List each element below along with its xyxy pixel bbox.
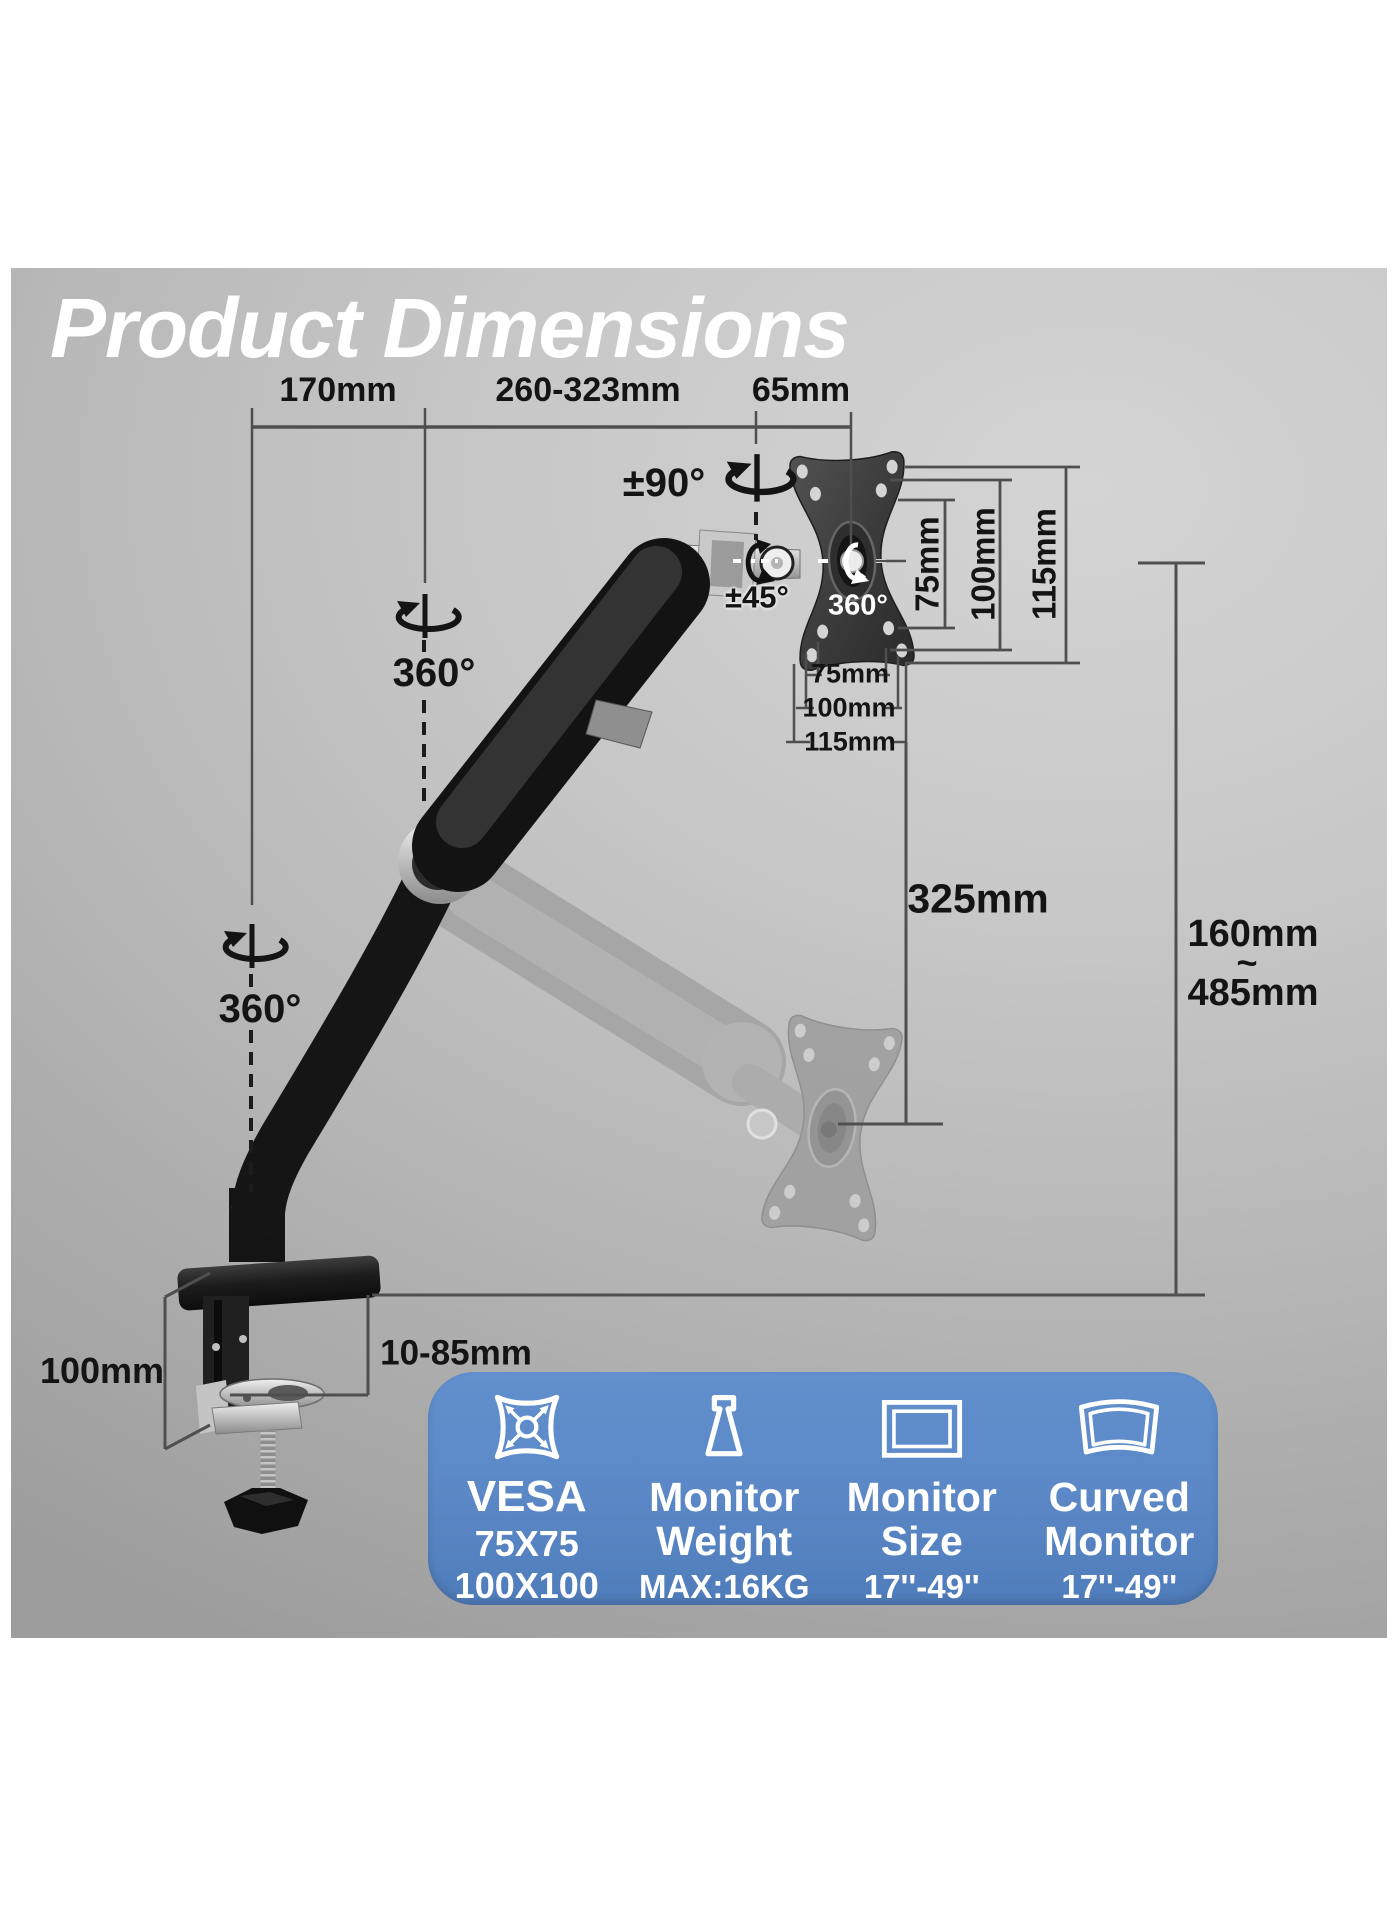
feature-value: MAX:16KG bbox=[638, 1568, 810, 1606]
feature-title: VESA bbox=[466, 1472, 587, 1522]
dim-label-head-offset: 65mm bbox=[751, 371, 851, 409]
feature-title: Monitor bbox=[649, 1474, 800, 1521]
vesa-horizontal-75-label: 75mm bbox=[810, 658, 890, 689]
desk-thickness-lines bbox=[230, 1293, 1205, 1397]
feature-curved-monitor: Curved Monitor 17''-49'' bbox=[1021, 1372, 1219, 1605]
monitor-arm bbox=[177, 450, 916, 1534]
rotation-label-plate: 360° bbox=[828, 589, 888, 622]
vesa-vertical-75-label: 75mm bbox=[908, 516, 946, 612]
monitor-size-icon bbox=[881, 1400, 962, 1458]
swivel-360-upper-icon bbox=[397, 594, 459, 638]
feature-title: Curved bbox=[1048, 1474, 1190, 1521]
desk-thickness-label: 10-85mm bbox=[380, 1333, 532, 1373]
plate-swivel-360-icon bbox=[818, 542, 906, 584]
feature-title: Size bbox=[880, 1517, 963, 1564]
desk-clamp bbox=[177, 1255, 381, 1534]
page-title: Product Dimensions bbox=[50, 281, 850, 375]
vesa-vertical-100-label: 100mm bbox=[964, 507, 1002, 621]
feature-title: Monitor bbox=[846, 1474, 997, 1521]
curved-monitor-icon bbox=[1079, 1399, 1160, 1455]
rotation-label-upper: 360° bbox=[392, 651, 476, 695]
feature-banner: VESA 75X75 100X100 Monitor Weight MAX:16… bbox=[428, 1372, 1218, 1605]
cable-clip bbox=[585, 699, 653, 749]
dim-label-front-reach: 260-323mm bbox=[495, 371, 681, 409]
height-min-label: 160mm bbox=[1187, 913, 1319, 955]
dimension-lines bbox=[163, 408, 1205, 1451]
dim-label-rear-reach: 170mm bbox=[279, 371, 397, 409]
height-tilde-label: ~ bbox=[1236, 942, 1258, 983]
feature-title: Weight bbox=[656, 1517, 793, 1564]
vesa-horizontal-100-label: 100mm bbox=[802, 692, 896, 723]
rotation-label-head: ±90° bbox=[622, 461, 706, 505]
feature-weight: Monitor Weight MAX:16KG bbox=[626, 1372, 824, 1605]
vesa-vertical-brackets bbox=[890, 465, 1080, 665]
ghost-arm bbox=[418, 842, 905, 1243]
drop-325-line bbox=[838, 742, 943, 1126]
tilt-label-head: ±45° bbox=[725, 579, 789, 615]
feature-title: Monitor bbox=[1044, 1517, 1195, 1564]
height-max-label: 485mm bbox=[1187, 972, 1319, 1014]
ghost-vesa-plate bbox=[759, 1013, 905, 1243]
drop-label: 325mm bbox=[907, 875, 1049, 922]
feature-value: 75X75 bbox=[474, 1522, 579, 1564]
clamp-height-bracket bbox=[163, 1271, 211, 1451]
feature-monitor-size: Monitor Size 17''-49'' bbox=[823, 1372, 1021, 1605]
feature-value: 17''-49'' bbox=[1061, 1568, 1178, 1606]
weight-icon bbox=[705, 1395, 743, 1457]
swivel-360-base-icon bbox=[224, 924, 286, 968]
tilt-45-icon bbox=[733, 539, 778, 585]
feature-vesa: VESA 75X75 100X100 bbox=[428, 1372, 626, 1605]
vesa-horizontal-115-label: 115mm bbox=[804, 726, 896, 757]
arm-lower-segment bbox=[231, 841, 464, 1239]
vesa-vertical-115-label: 115mm bbox=[1025, 508, 1063, 620]
rotation-label-base: 360° bbox=[218, 987, 302, 1031]
swivel-90-head-icon bbox=[727, 454, 794, 502]
vesa-horizontal-brackets bbox=[786, 642, 908, 744]
height-range-line bbox=[1138, 561, 1205, 1294]
feature-value: 17''-49'' bbox=[863, 1568, 980, 1606]
rotation-axes bbox=[249, 512, 758, 1192]
feature-value: 100X100 bbox=[454, 1564, 599, 1606]
vesa-pattern-icon bbox=[494, 1394, 559, 1460]
clamp-height-label: 100mm bbox=[39, 1350, 165, 1391]
top-dimension-line bbox=[250, 408, 853, 905]
